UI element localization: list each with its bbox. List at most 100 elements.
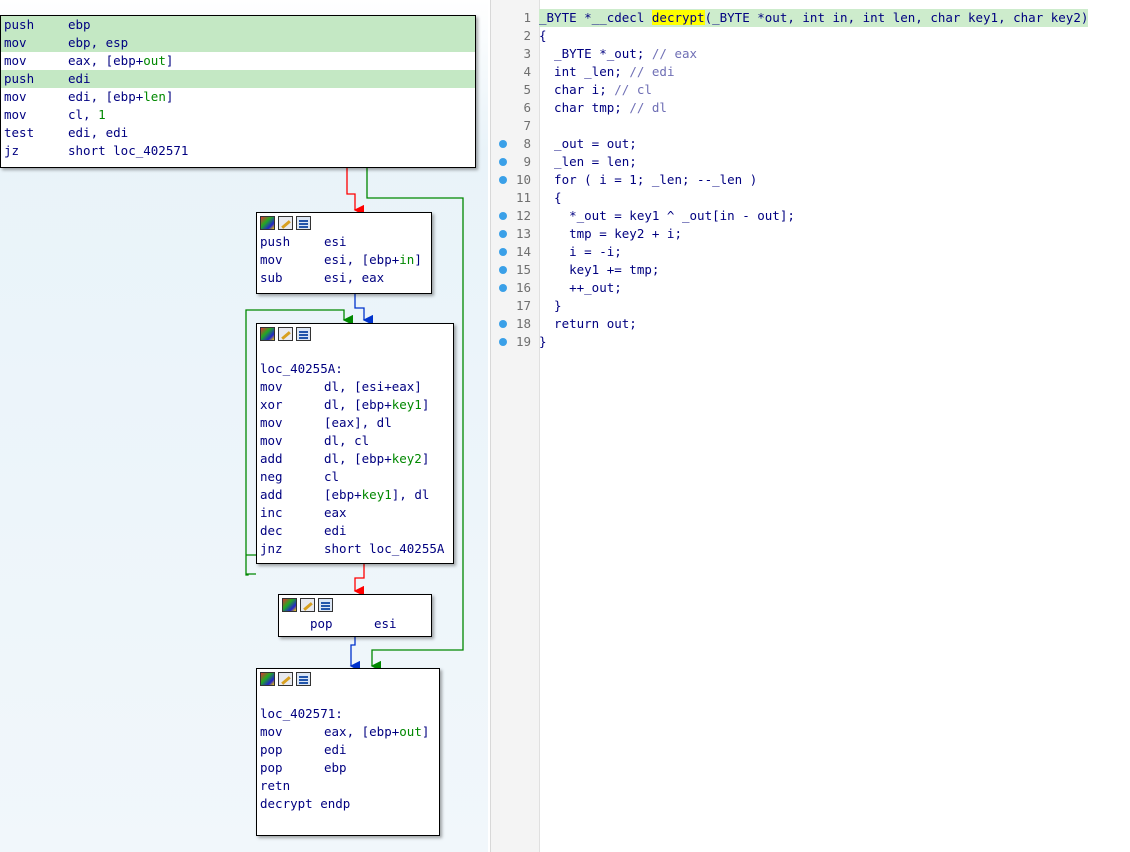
code-line[interactable]: 13 tmp = key2 + i;: [491, 225, 1130, 243]
block-label[interactable]: loc_402571:: [257, 705, 439, 723]
breakpoint-dot-icon[interactable]: [499, 230, 507, 238]
edge-b4-b5: [351, 637, 355, 666]
asm-operand-var[interactable]: in: [399, 252, 414, 267]
asm-operand-var[interactable]: key1: [362, 487, 392, 502]
breakpoint-dot-icon[interactable]: [499, 284, 507, 292]
asm-line[interactable]: retn: [257, 777, 439, 795]
pseudocode-view[interactable]: 1_BYTE *__cdecl decrypt(_BYTE *out, int …: [490, 0, 1130, 852]
asm-line[interactable]: adddl, [ebp+key2]: [257, 450, 453, 468]
code-text: }: [539, 297, 562, 315]
asm-line[interactable]: subesi, eax: [257, 269, 431, 287]
graph-block-loop[interactable]: loc_40255A: movdl, [esi+eax]xordl, [ebp+…: [256, 323, 454, 564]
code-line[interactable]: 18 return out;: [491, 315, 1130, 333]
asm-line[interactable]: inceax: [257, 504, 453, 522]
code-content: {: [539, 190, 562, 205]
xref-icon[interactable]: [318, 598, 333, 612]
xref-icon[interactable]: [296, 216, 311, 230]
asm-mnemonic: mov: [260, 723, 324, 741]
asm-mnemonic: xor: [260, 396, 324, 414]
color-icon[interactable]: [260, 672, 275, 686]
code-line[interactable]: 15 key1 += tmp;: [491, 261, 1130, 279]
line-number: 8: [509, 135, 531, 153]
function-name[interactable]: decrypt: [652, 10, 705, 25]
xref-icon[interactable]: [296, 327, 311, 341]
asm-line[interactable]: moveax, [ebp+out]: [257, 723, 439, 741]
asm-mnemonic: sub: [260, 269, 324, 287]
rename-icon[interactable]: [278, 672, 293, 686]
asm-line[interactable]: popesi: [307, 615, 431, 633]
asm-line[interactable]: pushebp: [1, 16, 475, 34]
color-icon[interactable]: [260, 216, 275, 230]
code-line[interactable]: 3 _BYTE *_out; // eax: [491, 45, 1130, 63]
asm-operand-var[interactable]: len: [143, 89, 166, 104]
block-label[interactable]: loc_40255A:: [257, 360, 453, 378]
breakpoint-dot-icon[interactable]: [499, 158, 507, 166]
xref-icon[interactable]: [296, 672, 311, 686]
rename-icon[interactable]: [278, 327, 293, 341]
graph-block-2[interactable]: pushesimovesi, [ebp+in]subesi, eax: [256, 212, 432, 294]
asm-operand-var[interactable]: out: [399, 724, 422, 739]
asm-operand-var[interactable]: out: [143, 53, 166, 68]
asm-line[interactable]: jzshort loc_402571: [1, 142, 475, 160]
graph-block-4[interactable]: popesi: [278, 594, 432, 637]
code-line[interactable]: 11 {: [491, 189, 1130, 207]
code-line[interactable]: 10 for ( i = 1; _len; --_len ): [491, 171, 1130, 189]
asm-line[interactable]: movedi, [ebp+len]: [1, 88, 475, 106]
code-line[interactable]: 5 char i; // cl: [491, 81, 1130, 99]
line-number: 17: [509, 297, 531, 315]
asm-operand-var[interactable]: key1: [392, 397, 422, 412]
asm-mnemonic: pop: [260, 741, 324, 759]
breakpoint-dot-icon[interactable]: [499, 248, 507, 256]
asm-line[interactable]: xordl, [ebp+key1]: [257, 396, 453, 414]
asm-operand-var[interactable]: key2: [392, 451, 422, 466]
breakpoint-dot-icon[interactable]: [499, 338, 507, 346]
asm-line[interactable]: movesi, [ebp+in]: [257, 251, 431, 269]
breakpoint-dot-icon[interactable]: [499, 320, 507, 328]
asm-line[interactable]: jnzshort loc_40255A: [257, 540, 453, 558]
asm-line[interactable]: add[ebp+key1], dl: [257, 486, 453, 504]
edge-b2-b3: [355, 294, 364, 320]
line-number: 4: [509, 63, 531, 81]
code-line[interactable]: 8 _out = out;: [491, 135, 1130, 153]
code-line[interactable]: 6 char tmp; // dl: [491, 99, 1130, 117]
graph-block-entry[interactable]: pushebpmovebp, espmoveax, [ebp+out]pushe…: [0, 15, 476, 168]
code-line[interactable]: 19}: [491, 333, 1130, 351]
asm-line[interactable]: moveax, [ebp+out]: [1, 52, 475, 70]
graph-view[interactable]: pushebpmovebp, espmoveax, [ebp+out]pushe…: [0, 0, 488, 852]
asm-line[interactable]: decedi: [257, 522, 453, 540]
rename-icon[interactable]: [278, 216, 293, 230]
asm-line[interactable]: movcl, 1: [1, 106, 475, 124]
asm-operand: dl, [ebp+: [324, 451, 392, 466]
breakpoint-dot-icon[interactable]: [499, 176, 507, 184]
code-line[interactable]: 2{: [491, 27, 1130, 45]
asm-operand: edi, [ebp+: [68, 89, 143, 104]
asm-operand: cl: [324, 469, 339, 484]
code-line[interactable]: 12 *_out = key1 ^ _out[in - out];: [491, 207, 1130, 225]
breakpoint-dot-icon[interactable]: [499, 212, 507, 220]
asm-line[interactable]: movebp, esp: [1, 34, 475, 52]
asm-line[interactable]: pushesi: [257, 233, 431, 251]
graph-block-exit[interactable]: loc_402571: moveax, [ebp+out]popedipopeb…: [256, 668, 440, 836]
breakpoint-dot-icon[interactable]: [499, 140, 507, 148]
asm-operand-var[interactable]: 1: [98, 107, 106, 122]
asm-line[interactable]: mov[eax], dl: [257, 414, 453, 432]
code-line[interactable]: 17 }: [491, 297, 1130, 315]
asm-line[interactable]: testedi, edi: [1, 124, 475, 142]
code-comment: // cl: [614, 82, 652, 97]
code-line[interactable]: 14 i = -i;: [491, 243, 1130, 261]
code-line[interactable]: 9 _len = len;: [491, 153, 1130, 171]
code-line[interactable]: 16 ++_out;: [491, 279, 1130, 297]
asm-line[interactable]: popebp: [257, 759, 439, 777]
color-icon[interactable]: [282, 598, 297, 612]
code-line[interactable]: 1_BYTE *__cdecl decrypt(_BYTE *out, int …: [491, 9, 1130, 27]
breakpoint-dot-icon[interactable]: [499, 266, 507, 274]
color-icon[interactable]: [260, 327, 275, 341]
rename-icon[interactable]: [300, 598, 315, 612]
asm-line[interactable]: pushedi: [1, 70, 475, 88]
code-line[interactable]: 7: [491, 117, 1130, 135]
asm-line[interactable]: popedi: [257, 741, 439, 759]
code-line[interactable]: 4 int _len; // edi: [491, 63, 1130, 81]
asm-line[interactable]: movdl, cl: [257, 432, 453, 450]
asm-line[interactable]: negcl: [257, 468, 453, 486]
asm-line[interactable]: movdl, [esi+eax]: [257, 378, 453, 396]
